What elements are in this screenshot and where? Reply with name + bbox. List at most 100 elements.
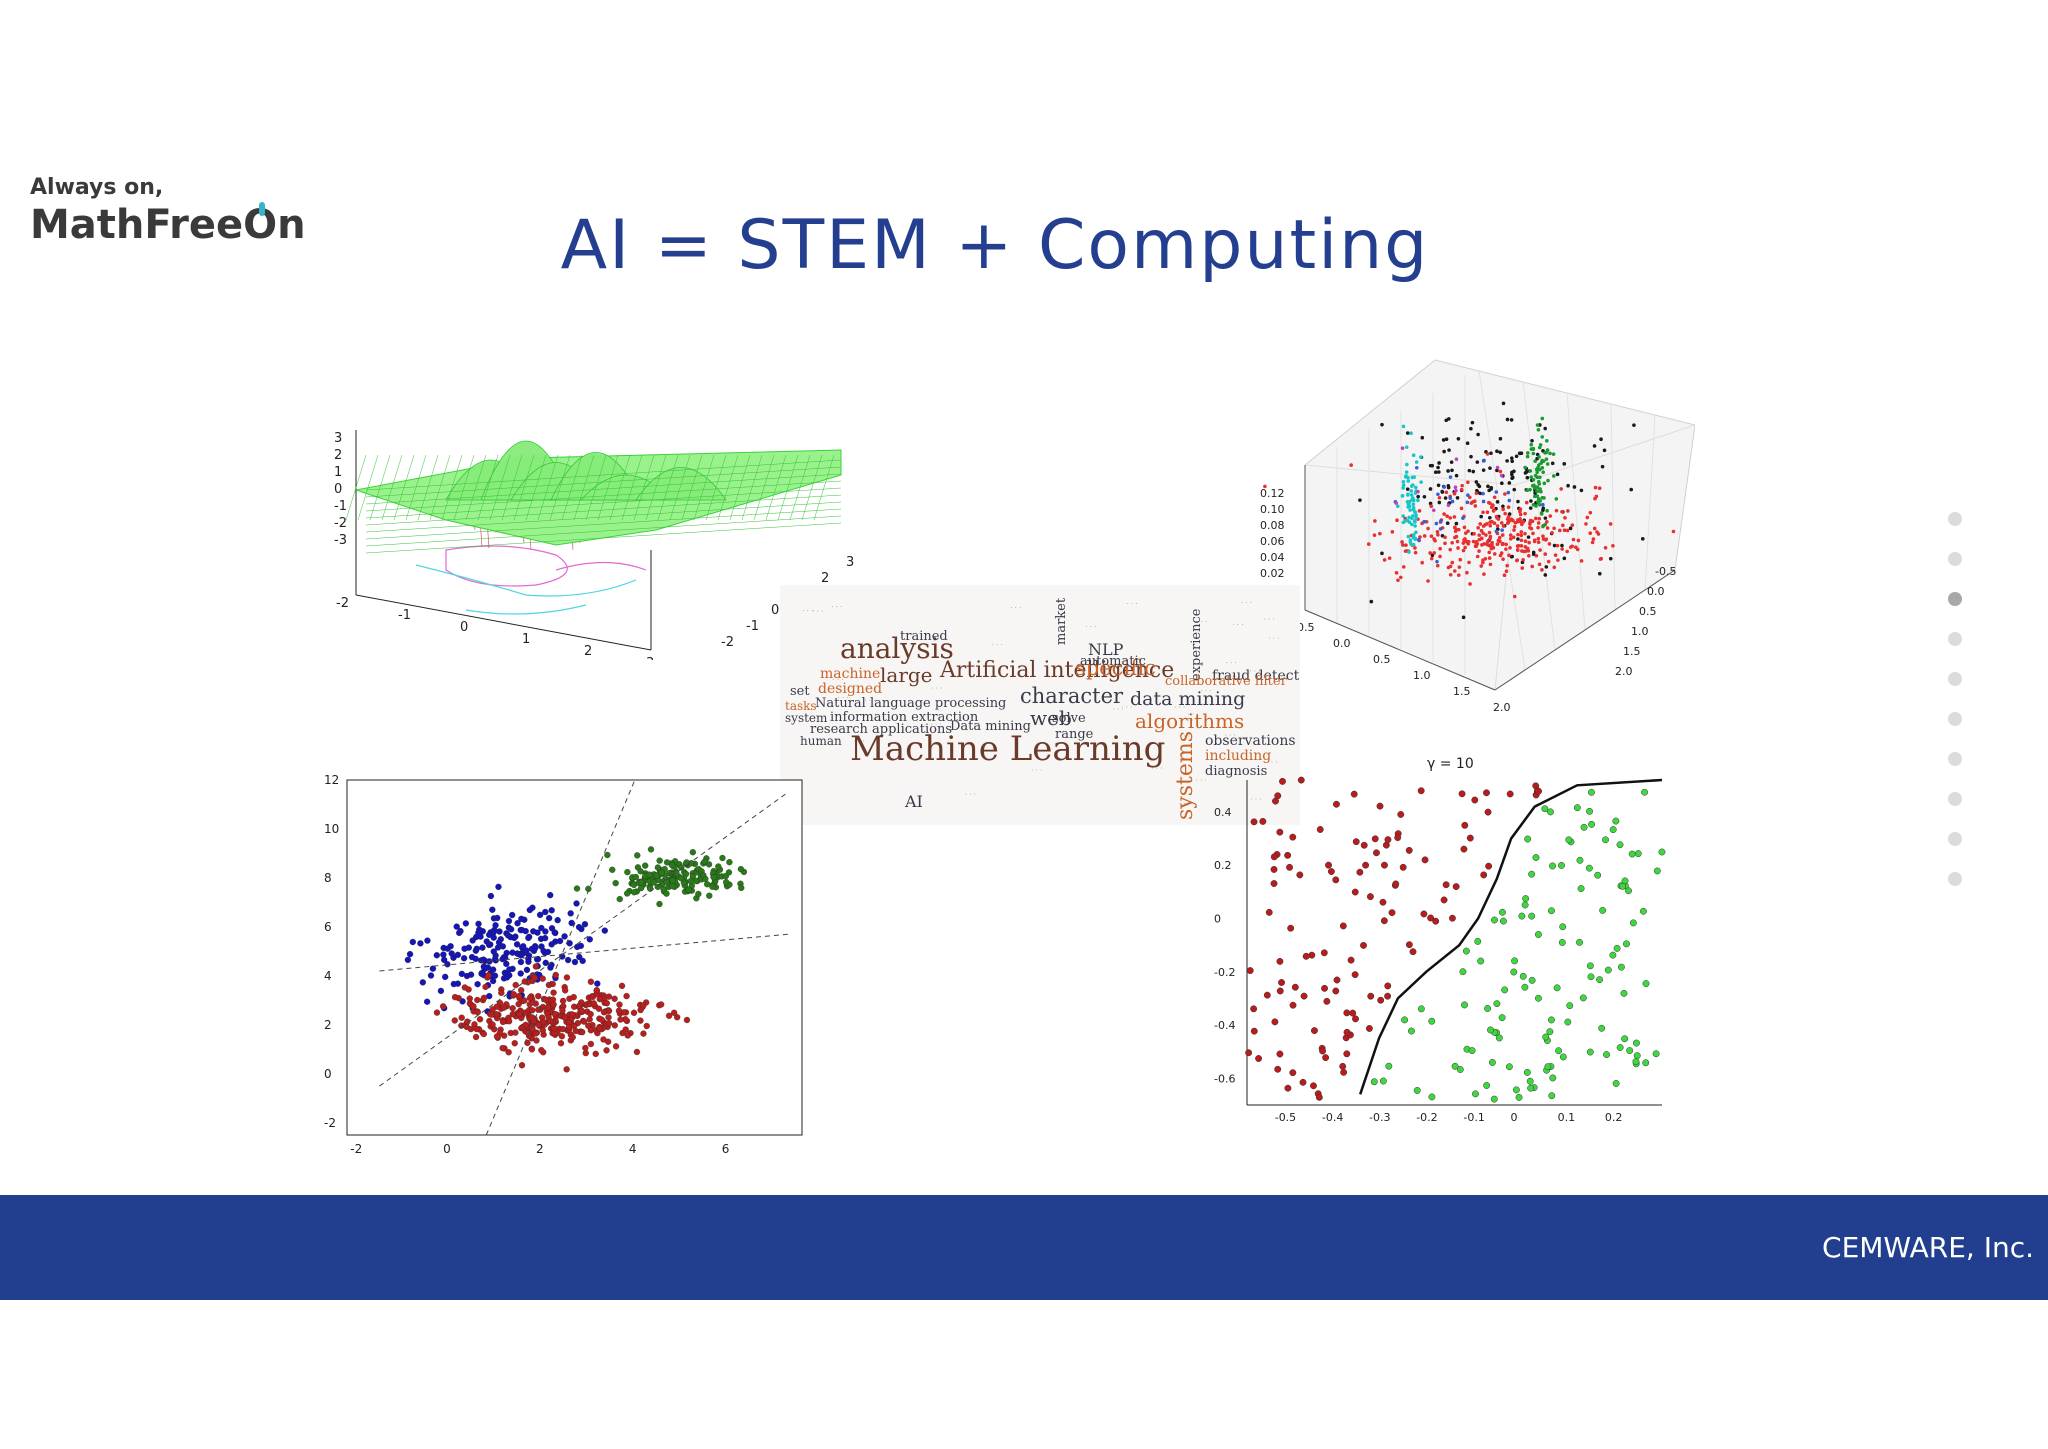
scatter-point: [1413, 485, 1418, 490]
scatter-point: [1366, 893, 1374, 901]
scatter-point: [586, 1016, 593, 1023]
scatter-point: [429, 965, 437, 972]
scatter-point: [1476, 526, 1480, 530]
scatter-point: [1436, 533, 1440, 537]
pagination-dot[interactable]: [1948, 752, 1962, 766]
scatter-point: [1629, 487, 1633, 492]
brand-logo[interactable]: Always on, MathFreeOn: [30, 175, 306, 248]
scatter-point: [1529, 475, 1533, 479]
scatter-point: [654, 864, 662, 871]
scatter-point: [1535, 423, 1540, 427]
scatter-point: [541, 934, 549, 942]
scatter-point: [1516, 544, 1521, 548]
pagination-dot[interactable]: [1948, 712, 1962, 726]
scatter-point: [1438, 554, 1442, 559]
scatter-point: [1658, 848, 1666, 856]
pagination-dot[interactable]: [1948, 792, 1962, 806]
scatter-point: [1632, 1039, 1640, 1047]
scatter-point: [1608, 556, 1613, 561]
scatter-point: [1456, 437, 1461, 441]
y-tick-label: 0.4: [1214, 806, 1232, 819]
scatter-point: [1422, 494, 1427, 499]
mesh-line: [561, 454, 583, 521]
scatter-point: [460, 955, 468, 962]
scatter-point: [1576, 856, 1584, 864]
gamma-label: γ = 10: [1427, 756, 1474, 772]
z-tick-label: 1: [334, 465, 342, 480]
scatter-point: [1571, 537, 1576, 542]
scatter-point: [1523, 465, 1527, 470]
scatter-point: [1407, 550, 1411, 554]
scatter-point: [1296, 871, 1304, 879]
scatter-point: [433, 1009, 441, 1016]
word-cloud-word: Machine Learning: [850, 729, 1165, 769]
y-tick-label: 2: [324, 1018, 332, 1032]
scatter-point: [1539, 511, 1544, 515]
scatter-point: [1556, 558, 1560, 562]
scatter-point: [1450, 540, 1454, 545]
x-tick-label: -1: [398, 608, 411, 623]
x-tick-label: -2: [350, 1142, 362, 1155]
scatter-point: [1434, 521, 1439, 526]
scatter-point: [525, 934, 532, 942]
y-tick-label: -2: [721, 635, 734, 650]
scatter-point: [1352, 838, 1360, 846]
scatter-point: [1407, 520, 1412, 524]
scatter-point: [564, 956, 572, 964]
scatter-point: [653, 872, 660, 879]
scatter-point: [643, 1022, 650, 1030]
y-tick-label: 10: [324, 822, 339, 836]
pagination-dot[interactable]: [1948, 512, 1962, 526]
pagination-dot[interactable]: [1948, 592, 1962, 606]
scatter-point: [650, 879, 657, 886]
logo-wordmark: MathFreeOn: [30, 202, 306, 248]
scatter-point: [1440, 533, 1445, 538]
scatter-point: [1541, 805, 1549, 813]
scatter-point: [1411, 453, 1416, 458]
scatter-point: [1343, 1050, 1351, 1058]
scatter-point: [1518, 512, 1523, 517]
scatter-point: [494, 914, 501, 922]
scatter-point: [1437, 500, 1442, 505]
scatter-point: [1420, 560, 1424, 565]
scatter-point: [1387, 556, 1392, 561]
pagination-dot[interactable]: [1948, 872, 1962, 886]
scatter-point: [1442, 485, 1446, 489]
pagination-dot[interactable]: [1948, 632, 1962, 646]
scatter-point: [479, 944, 486, 951]
mesh-line: [465, 454, 487, 521]
scatter-point: [1289, 1069, 1297, 1077]
scatter-point: [1652, 1050, 1660, 1058]
scatter-point: [1250, 818, 1258, 826]
pagination-dot[interactable]: [1948, 552, 1962, 566]
scatter-point: [1347, 956, 1355, 964]
scatter-point: [1593, 485, 1598, 490]
scatter-point: [448, 950, 455, 957]
scatter-point: [1511, 957, 1519, 965]
mesh-line: [717, 454, 739, 521]
word-cloud-word: market: [1054, 597, 1069, 645]
scatter-point: [1394, 834, 1402, 842]
scatter-point: [1284, 851, 1292, 859]
scatter-point: [1476, 432, 1480, 437]
scatter-point: [441, 956, 448, 963]
scatter-point: [1408, 508, 1412, 512]
scatter-point: [1429, 534, 1434, 538]
scatter-point: [1343, 1009, 1351, 1017]
pagination-dot[interactable]: [1948, 672, 1962, 686]
scatter-point: [1455, 496, 1460, 500]
scatter-point: [1448, 516, 1452, 520]
mesh-line: [573, 454, 595, 521]
y-tick-label: 1.0: [1631, 625, 1649, 638]
pagination-dot[interactable]: [1948, 832, 1962, 846]
scatter-point: [1628, 850, 1636, 858]
scatter-point: [1448, 573, 1453, 577]
scatter-point: [669, 882, 676, 890]
scatter-point: [474, 1009, 481, 1016]
scatter-point: [1470, 420, 1475, 425]
word-cloud-word: web: [1030, 706, 1072, 730]
scatter-point: [1559, 1053, 1567, 1061]
scatter-point: [1591, 537, 1596, 541]
scatter-point: [663, 890, 670, 897]
scatter-point: [1568, 526, 1573, 531]
